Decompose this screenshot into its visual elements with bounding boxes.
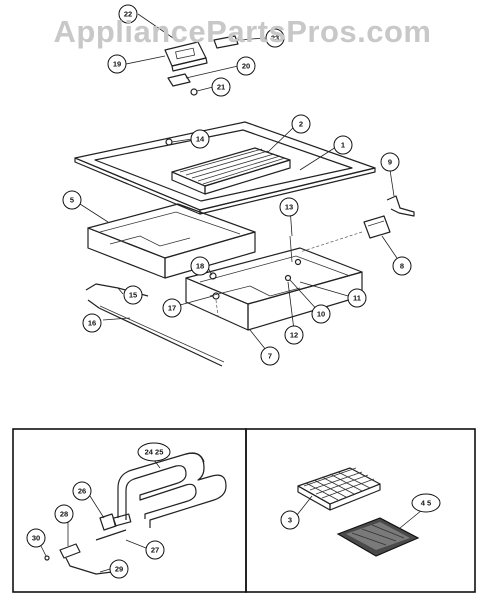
svg-text:22: 22	[124, 10, 132, 19]
grille-filter-panel	[245, 428, 476, 593]
svg-text:1: 1	[341, 141, 345, 150]
svg-text:23: 23	[271, 34, 279, 43]
callout-4-5: 4 5	[411, 493, 441, 513]
svg-text:16: 16	[88, 319, 96, 328]
svg-text:26: 26	[78, 487, 86, 496]
callout-28: 28	[54, 504, 74, 524]
callout-12: 12	[284, 325, 304, 345]
svg-text:24 25: 24 25	[145, 448, 164, 457]
callout-15: 15	[123, 285, 143, 305]
leader-lines-lower	[39, 459, 423, 573]
element-kit-panel	[12, 428, 247, 593]
svg-text:30: 30	[32, 534, 40, 543]
svg-text:20: 20	[242, 62, 250, 71]
callout-2: 2	[291, 114, 311, 134]
svg-text:27: 27	[151, 546, 159, 555]
callout-16: 16	[82, 313, 102, 333]
callout-5: 5	[62, 190, 82, 210]
svg-text:2: 2	[299, 120, 303, 129]
svg-text:3: 3	[288, 516, 292, 525]
callout-3-lower: 3	[280, 510, 300, 530]
svg-text:10: 10	[317, 310, 325, 319]
svg-text:21: 21	[217, 83, 225, 92]
callout-14: 14	[190, 129, 210, 149]
grille-part-3	[297, 467, 381, 511]
callout-18: 18	[190, 256, 210, 276]
callout-24-25: 24 25	[137, 442, 171, 462]
svg-text:4 5: 4 5	[421, 499, 431, 508]
callout-21: 21	[211, 77, 231, 97]
svg-text:9: 9	[388, 158, 392, 167]
callout-27: 27	[145, 540, 165, 560]
callout-13: 13	[279, 197, 299, 217]
svg-text:29: 29	[115, 565, 123, 574]
callout-10: 10	[311, 304, 331, 324]
callout-17: 17	[162, 298, 182, 318]
drip-pan-part-7	[185, 247, 363, 331]
rods-parts-15-16	[85, 283, 225, 367]
svg-text:17: 17	[168, 304, 176, 313]
control-assembly	[164, 35, 239, 96]
svg-text:8: 8	[400, 262, 404, 271]
callout-9: 9	[380, 152, 400, 172]
filter-mesh-parts-4-5	[336, 517, 420, 557]
svg-text:18: 18	[196, 262, 204, 271]
grille-part-2	[171, 147, 291, 195]
callout-26: 26	[72, 481, 92, 501]
callout-7: 7	[260, 346, 280, 366]
callout-20: 20	[236, 56, 256, 76]
small-parts-lower	[44, 513, 127, 575]
callout-1: 1	[333, 135, 353, 155]
svg-text:5: 5	[70, 196, 74, 205]
svg-text:28: 28	[60, 510, 68, 519]
callout-23: 23	[265, 28, 285, 48]
svg-text:11: 11	[353, 294, 361, 303]
svg-text:13: 13	[285, 203, 293, 212]
small-parts	[165, 138, 415, 317]
callout-30: 30	[26, 528, 46, 548]
callout-19: 19	[107, 54, 127, 74]
callout-22: 22	[118, 4, 138, 24]
drip-pan-part-5	[87, 203, 256, 279]
svg-text:12: 12	[290, 331, 298, 340]
heating-element-parts-24-25	[112, 452, 227, 528]
svg-text:14: 14	[196, 135, 205, 144]
svg-text:15: 15	[129, 291, 137, 300]
callout-8: 8	[392, 256, 412, 276]
callout-11: 11	[347, 288, 367, 308]
callout-29: 29	[109, 559, 129, 579]
svg-text:19: 19	[113, 60, 121, 69]
svg-text:7: 7	[268, 352, 272, 361]
top-frame-part-1	[74, 121, 376, 215]
